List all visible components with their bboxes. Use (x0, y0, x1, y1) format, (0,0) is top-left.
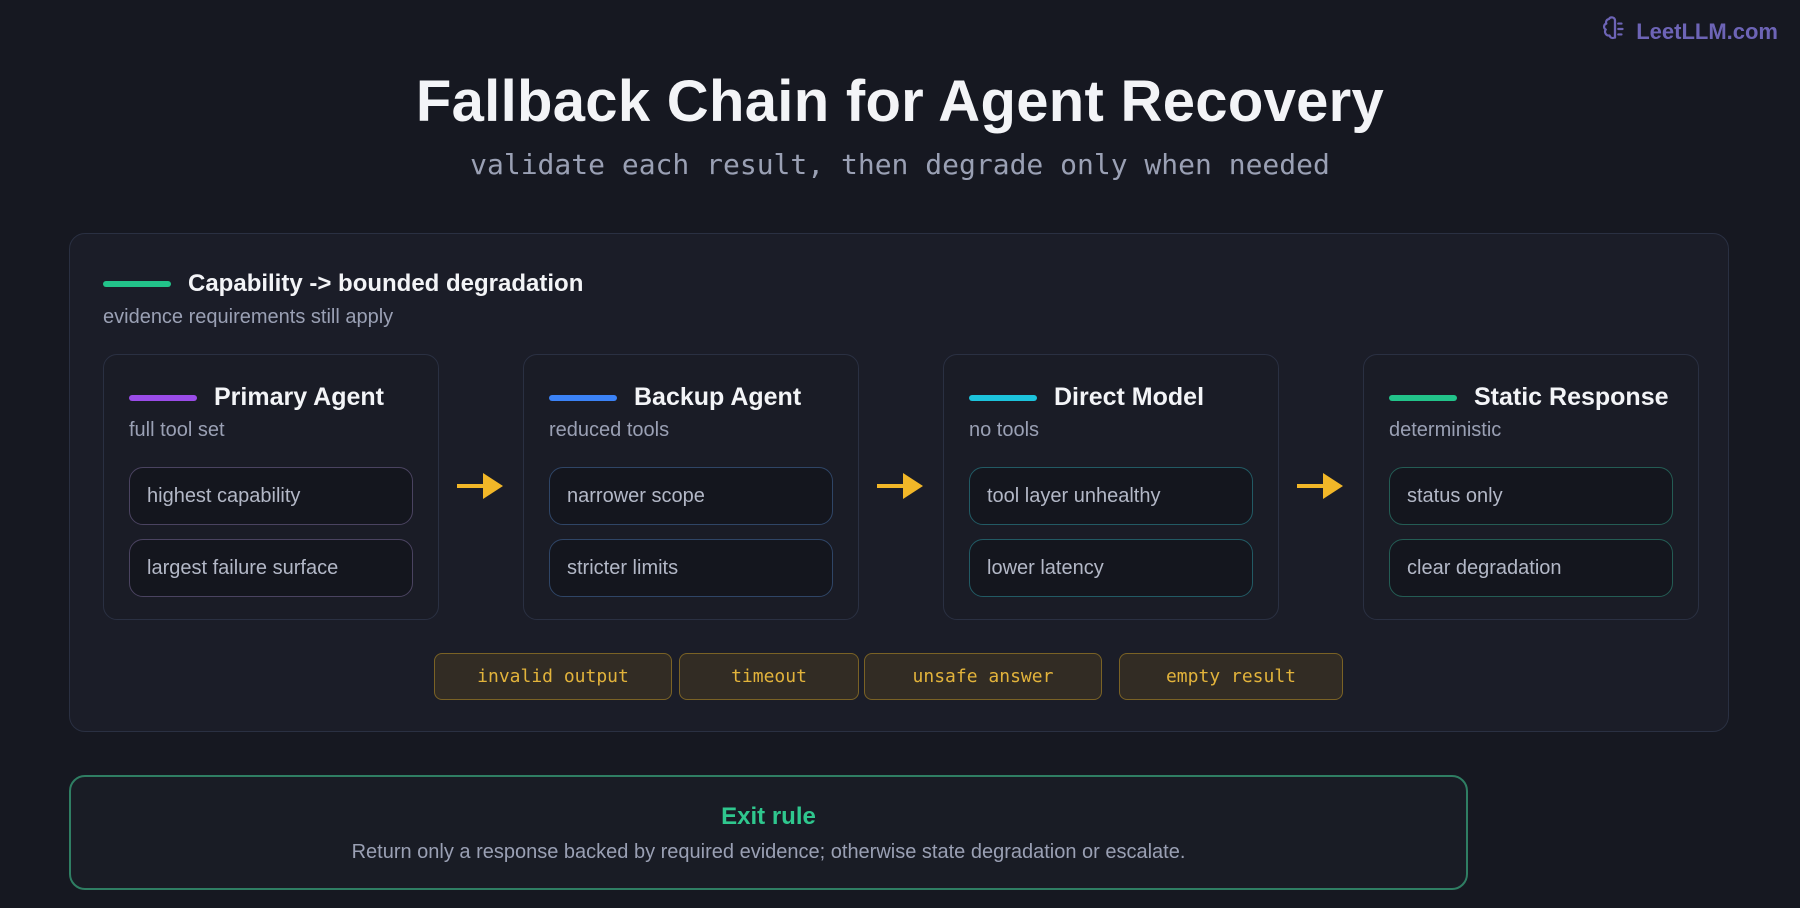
stage-title: Backup Agent (634, 383, 802, 411)
stage-header: Static Response (1389, 383, 1669, 412)
exit-rule-text: Return only a response backed by require… (351, 841, 1186, 863)
stage-subtitle: reduced tools (549, 419, 670, 441)
stage-trait: tool layer unhealthy (969, 467, 1253, 525)
fallback-arrow-icon (457, 473, 503, 499)
stage-accent-bar (129, 394, 197, 401)
stage-accent-bar (1389, 394, 1457, 401)
stage-trait: stricter limits (549, 539, 833, 597)
stage-subtitle: full tool set (129, 419, 225, 441)
stage-card: Backup Agent reduced tools narrower scope s… (523, 354, 859, 620)
page-title: Fallback Chain for Agent Recovery (415, 69, 1385, 134)
stage-header: Backup Agent (549, 383, 801, 412)
stage-accent-bar (549, 394, 617, 401)
page-subtitle: validate each result, then degrade only … (470, 148, 1330, 181)
panel-header: Capability -> bounded degradation (103, 270, 583, 298)
trigger-tag: invalid output (434, 653, 672, 700)
stage-trait: narrower scope (549, 467, 833, 525)
exit-rule-title: Exit rule (721, 803, 816, 830)
stage-header: Direct Model (969, 383, 1204, 412)
stage-trait: clear degradation (1389, 539, 1673, 597)
stage-title: Primary Agent (214, 383, 384, 411)
fallback-arrow-icon (877, 473, 923, 499)
fallback-arrow-icon (1297, 473, 1343, 499)
brand-logo: LeetLLM.com (1602, 16, 1778, 48)
stage-card: Primary Agent full tool set highest capabi… (103, 354, 439, 620)
brand-name: LeetLLM.com (1636, 19, 1778, 44)
trigger-tag: empty result (1119, 653, 1343, 700)
stage-title: Static Response (1474, 383, 1669, 411)
stage-title: Direct Model (1054, 383, 1205, 411)
fallback-chain-panel: Capability -> bounded degradation eviden… (69, 233, 1729, 732)
brain-icon (1602, 16, 1628, 48)
stage-card: Direct Model no tools tool layer unhealthy… (943, 354, 1279, 620)
trigger-tag: unsafe answer (864, 653, 1102, 700)
stage-trait: lower latency (969, 539, 1253, 597)
panel-subtitle: evidence requirements still apply (103, 306, 394, 328)
stage-trait: largest failure surface (129, 539, 413, 597)
stage-subtitle: deterministic (1389, 419, 1502, 441)
trigger-tag: timeout (679, 653, 859, 700)
stage-card: Static Response deterministic status only c… (1363, 354, 1699, 620)
stage-accent-bar (969, 394, 1037, 401)
stage-trait: status only (1389, 467, 1673, 525)
panel-title: Capability -> bounded degradation (188, 270, 584, 297)
stage-header: Primary Agent (129, 383, 384, 412)
stage-subtitle: no tools (969, 419, 1040, 441)
stage-trait: highest capability (129, 467, 413, 525)
panel-accent-bar (103, 281, 171, 287)
exit-rule-box: Exit rule Return only a response backed … (69, 775, 1468, 890)
